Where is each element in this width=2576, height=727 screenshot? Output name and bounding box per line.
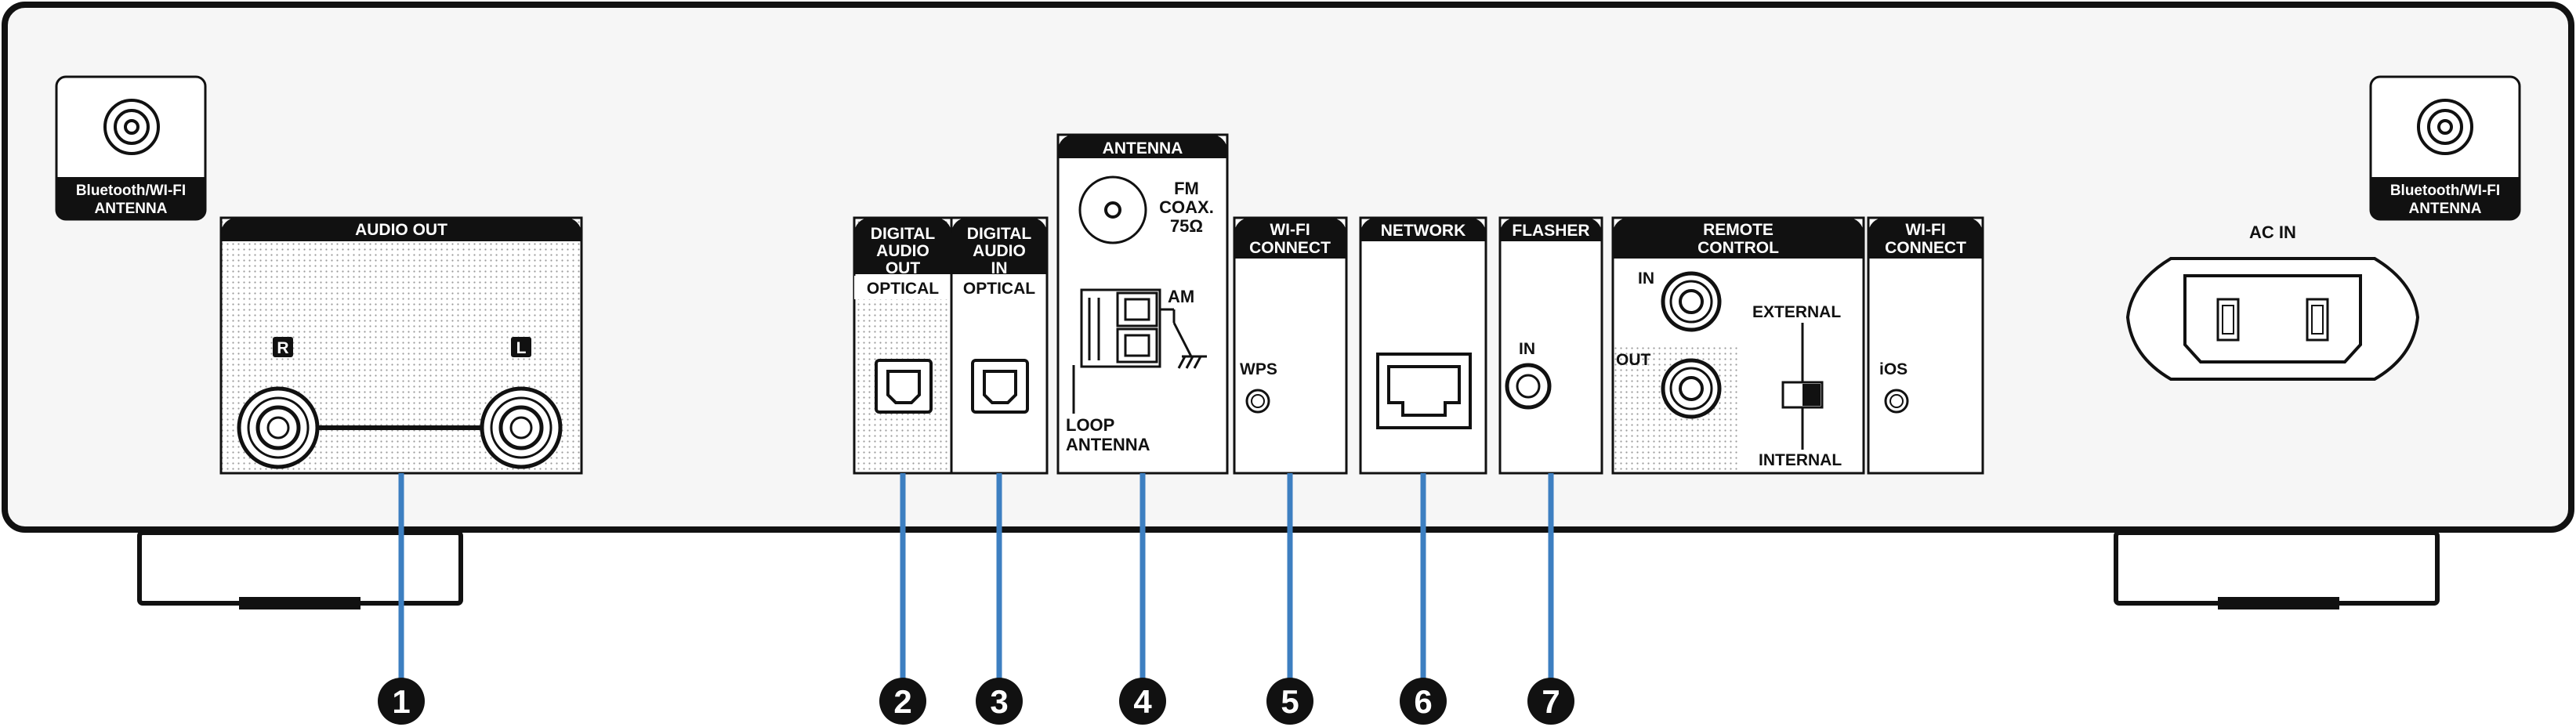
- digital-out-l1: DIGITAL: [871, 225, 936, 243]
- antenna-header: ANTENNA: [1103, 139, 1183, 157]
- callout-1: 1: [378, 678, 425, 725]
- wps-button[interactable]: [1245, 389, 1270, 414]
- right-foot: [2114, 530, 2440, 609]
- callout-2: 2: [879, 678, 926, 725]
- callout-3-num: 3: [990, 683, 1008, 720]
- fm-label: FM: [1174, 179, 1199, 198]
- loop-label-2: ANTENNA: [1066, 435, 1150, 454]
- wifi-connect-ios-section: WI-FI CONNECT iOS: [1867, 216, 1984, 475]
- digital-out-l3: OUT: [886, 259, 921, 277]
- fm-coax-jack[interactable]: [1078, 175, 1147, 244]
- bt-wifi-antenna-left[interactable]: Bluetooth/WI-FI ANTENNA: [55, 75, 207, 221]
- rca-jack-l[interactable]: [480, 386, 563, 469]
- optical-in-port[interactable]: [971, 359, 1029, 414]
- digital-in-l2: AUDIO: [973, 242, 1026, 260]
- remote-header-l1: REMOTE: [1703, 221, 1773, 239]
- callout-4-num: 4: [1133, 683, 1152, 720]
- wifi-connect-l1: WI-FI: [1270, 221, 1310, 239]
- remote-in-jack[interactable]: [1661, 271, 1722, 332]
- ios-label: iOS: [1879, 360, 1908, 378]
- loop-label-1: LOOP: [1066, 415, 1114, 435]
- digital-in-l3: IN: [991, 259, 1008, 277]
- internal-label: INTERNAL: [1759, 451, 1842, 469]
- antenna-section: ANTENNA FM COAX. 75Ω AM LOOP ANTE: [1056, 133, 1229, 475]
- audio-out-section: AUDIO OUT R L: [219, 216, 583, 475]
- callout-4: 4: [1119, 678, 1166, 725]
- remote-header-l2: CONTROL: [1697, 239, 1779, 257]
- fm-ohm-label: 75Ω: [1170, 216, 1203, 236]
- ground-icon: [1172, 322, 1207, 369]
- ios-button[interactable]: [1884, 389, 1909, 414]
- digital-in-optical: OPTICAL: [963, 280, 1035, 298]
- audio-out-r-label: R: [277, 339, 288, 357]
- optical-out-port[interactable]: [875, 359, 933, 414]
- bt-right-line2: ANTENNA: [2409, 201, 2482, 217]
- rca-jack-r[interactable]: [237, 386, 320, 469]
- callout-6: 6: [1400, 678, 1447, 725]
- wifi-connect-l2: CONNECT: [1249, 239, 1331, 257]
- left-foot: [137, 530, 463, 609]
- ac-inlet[interactable]: [2125, 257, 2420, 381]
- network-header: NETWORK: [1381, 222, 1466, 240]
- remote-in-label: IN: [1638, 269, 1654, 288]
- callout-6-num: 6: [1414, 683, 1432, 720]
- ethernet-port[interactable]: [1376, 353, 1472, 429]
- callout-1-num: 1: [392, 683, 410, 720]
- wps-label: WPS: [1240, 360, 1277, 378]
- remote-control-section: REMOTE CONTROL IN OUT EXTERNAL INTERNAL: [1611, 216, 1865, 475]
- bt-wifi-antenna-right[interactable]: Bluetooth/WI-FI ANTENNA: [2369, 75, 2521, 221]
- am-loop-terminal[interactable]: [1080, 288, 1161, 368]
- callout-7: 7: [1527, 678, 1574, 725]
- flasher-header: FLASHER: [1512, 222, 1589, 240]
- digital-out-optical: OPTICAL: [867, 280, 939, 298]
- remote-mode-switch[interactable]: [1781, 381, 1824, 409]
- digital-in-l1: DIGITAL: [967, 225, 1032, 243]
- wifi-connect-section: WI-FI CONNECT WPS: [1233, 216, 1348, 475]
- callout-2-num: 2: [893, 683, 911, 720]
- ac-in-section: AC IN: [2125, 222, 2420, 381]
- audio-out-l-label: L: [516, 339, 527, 357]
- callout-5-num: 5: [1281, 683, 1299, 720]
- callout-5: 5: [1266, 678, 1313, 725]
- flasher-section: FLASHER IN: [1498, 216, 1603, 475]
- digital-audio-out-section: DIGITAL AUDIO OUT OPTICAL: [853, 216, 953, 475]
- audio-out-header: AUDIO OUT: [355, 221, 447, 239]
- bt-right-line1: Bluetooth/WI-FI: [2390, 183, 2500, 199]
- network-section: NETWORK: [1359, 216, 1487, 475]
- ac-in-label: AC IN: [2249, 222, 2296, 242]
- callout-7-num: 7: [1542, 683, 1560, 720]
- wifi-connect2-l2: CONNECT: [1885, 239, 1966, 257]
- bt-left-line1: Bluetooth/WI-FI: [76, 183, 186, 199]
- digital-audio-in-section: DIGITAL AUDIO IN OPTICAL: [950, 216, 1049, 475]
- fm-coax-label: COAX.: [1159, 197, 1214, 217]
- bt-left-line2: ANTENNA: [95, 201, 168, 217]
- leader-lines: [398, 473, 1554, 682]
- flasher-in-jack[interactable]: [1505, 363, 1552, 410]
- wifi-connect2-l1: WI-FI: [1905, 221, 1945, 239]
- callout-3: 3: [976, 678, 1023, 725]
- external-label: EXTERNAL: [1752, 303, 1841, 321]
- am-label: AM: [1168, 287, 1194, 306]
- remote-out-label: OUT: [1616, 351, 1651, 369]
- remote-out-jack[interactable]: [1661, 358, 1722, 419]
- digital-out-l2: AUDIO: [876, 242, 929, 260]
- flasher-in-label: IN: [1519, 340, 1535, 358]
